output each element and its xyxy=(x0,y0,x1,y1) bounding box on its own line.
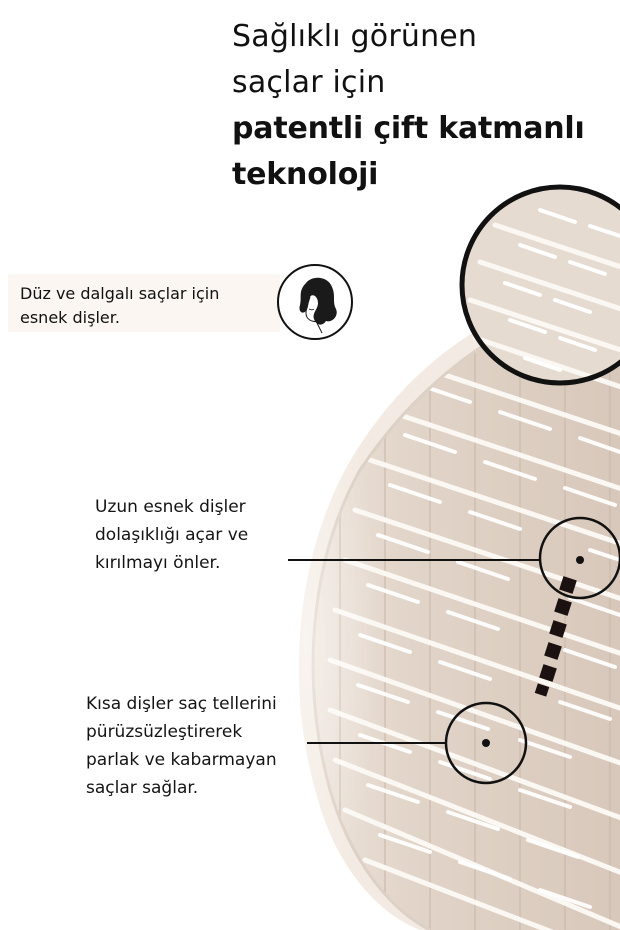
feature-line-2: esnek dişler. xyxy=(20,308,120,327)
headline-line-1: Sağlıklı görünen xyxy=(232,19,478,54)
feature-line-1: Düz ve dalgalı saçlar için xyxy=(20,284,220,303)
callout-2-pointer xyxy=(307,701,528,785)
headline-line-3: patentli çift katmanlı xyxy=(232,111,585,146)
callout-2-line-4: saçlar sağlar. xyxy=(86,778,199,798)
headline: Sağlıklı görünen saçlar için patentli çi… xyxy=(232,14,612,198)
headline-line-2: saçlar için xyxy=(232,65,386,100)
callout-1-line-1: Uzun esnek dişler xyxy=(95,497,246,517)
callout-2-line-3: parlak ve kabarmayan xyxy=(86,750,277,770)
feature-label-box: Düz ve dalgalı saçlar için esnek dişler. xyxy=(8,274,280,332)
callout-short-bristles: Kısa dişler saç tellerini pürüzsüzleştir… xyxy=(86,690,277,802)
headline-line-4: teknoloji xyxy=(232,157,379,192)
callout-1-pointer xyxy=(288,516,620,600)
callout-2-line-1: Kısa dişler saç tellerini xyxy=(86,694,277,714)
callout-long-bristles: Uzun esnek dişler dolaşıklığı açar ve kı… xyxy=(95,493,248,577)
callout-1-line-3: kırılmayı önler. xyxy=(95,553,221,573)
feature-label-text: Düz ve dalgalı saçlar için esnek dişler. xyxy=(20,282,219,330)
callout-1-line-2: dolaşıklığı açar ve xyxy=(95,525,249,545)
woman-profile-icon xyxy=(277,264,353,340)
callout-2-line-2: pürüzsüzleştirerek xyxy=(86,722,243,742)
magnifier-circle-top xyxy=(459,184,620,390)
